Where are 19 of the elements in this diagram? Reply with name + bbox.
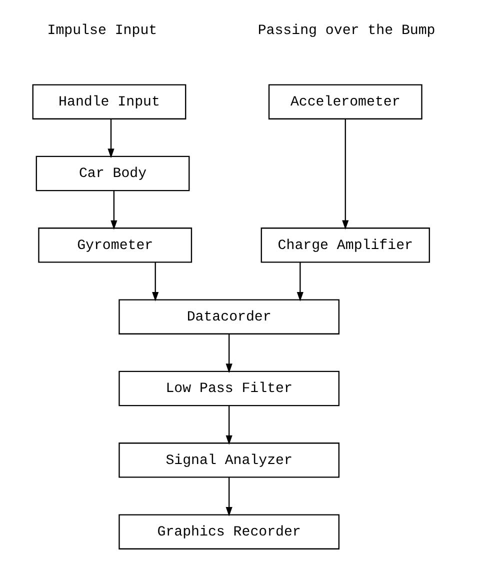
arrow — [342, 119, 348, 230]
node-box: Accelerometer — [268, 84, 422, 120]
label: Impulse Input — [46, 22, 157, 39]
arrow — [225, 478, 232, 516]
arrow — [225, 334, 232, 374]
label: Passing over the Bump — [257, 22, 435, 39]
node-box: Charge Amplifier — [260, 228, 430, 263]
node-box: Gyrometer — [38, 228, 192, 263]
node-box: Signal Analyzer — [118, 442, 340, 478]
arrow — [152, 262, 158, 302]
arrow — [296, 262, 303, 302]
node-box: Low Pass Filter — [118, 370, 340, 406]
node-box: Car Body — [35, 156, 190, 192]
arrow — [225, 406, 232, 445]
arrow — [110, 190, 117, 230]
node-box: Handle Input — [32, 84, 186, 120]
node-box: Datacorder — [118, 299, 340, 334]
arrow — [107, 119, 114, 158]
node-box: Graphics Recorder — [118, 514, 340, 550]
